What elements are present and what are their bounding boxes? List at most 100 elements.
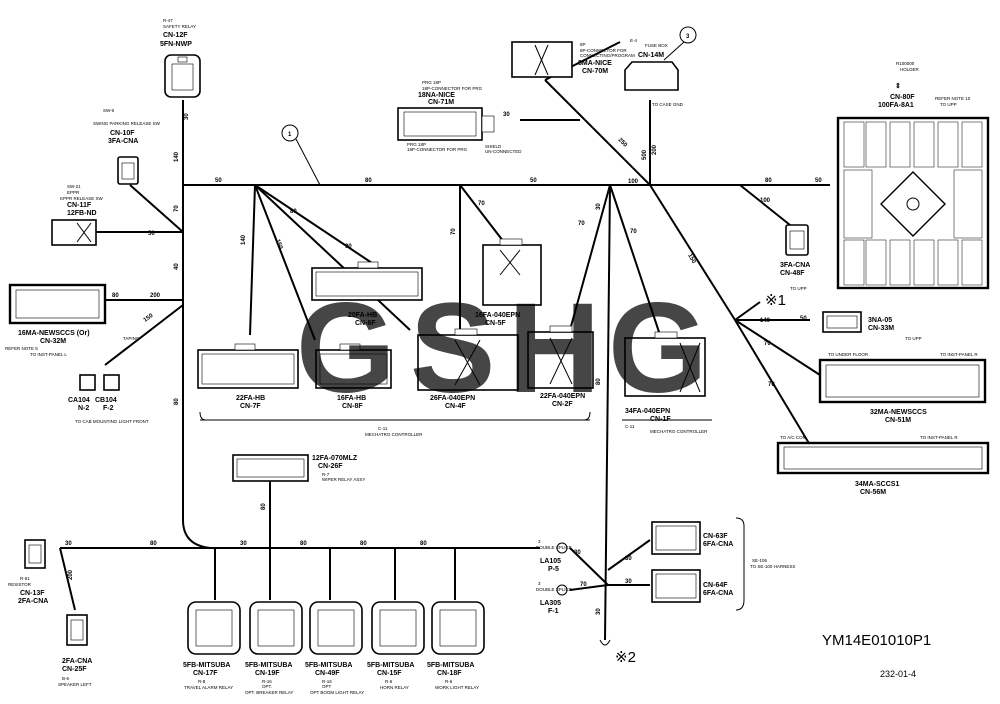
svg-text:CN-13F: CN-13F: [20, 590, 45, 597]
svg-text:CN-15F: CN-15F: [377, 670, 402, 677]
svg-text:6FA-CNA: 6FA-CNA: [703, 541, 733, 548]
svg-text:140: 140: [241, 234, 247, 245]
svg-text:3FA-CNA: 3FA-CNA: [780, 262, 810, 269]
svg-text:90: 90: [345, 244, 352, 250]
harness-ref-b: TO SE-100 HARNESS: [750, 564, 795, 569]
svg-text:WORK LIGHT RELAY: WORK LIGHT RELAY: [435, 685, 479, 690]
svg-text:TO INST-PANEL R: TO INST-PANEL R: [920, 435, 958, 440]
svg-text:CB104: CB104: [95, 397, 117, 404]
svg-text:3: 3: [538, 581, 541, 586]
svg-text:8P: 8P: [580, 42, 586, 47]
svg-text:R-6: R-6: [385, 679, 393, 684]
connector-cn25f: 2FA-CNA CN-25F B-6 SPEAKER LEFT: [58, 614, 92, 687]
svg-text:70: 70: [578, 221, 585, 227]
svg-text:30: 30: [596, 203, 602, 210]
svg-text:30: 30: [625, 579, 632, 585]
connector-cn12f: R-47 SAFETY RELAY CN-12F 5FN-NWP: [160, 18, 201, 98]
svg-text:70: 70: [174, 205, 180, 212]
svg-text:2FA-CNA: 2FA-CNA: [62, 658, 92, 665]
svg-text:18NA-NICE: 18NA-NICE: [418, 92, 455, 99]
svg-text:CN-64F: CN-64F: [703, 582, 728, 589]
connector-cn6f: 20FA-HB CN-6F: [311, 261, 423, 327]
svg-text:B-6: B-6: [62, 676, 70, 681]
svg-text:3NA-05: 3NA-05: [868, 317, 892, 324]
svg-text:CN-6F: CN-6F: [355, 320, 376, 327]
svg-text:R100000: R100000: [896, 61, 915, 66]
svg-text:50: 50: [148, 231, 155, 237]
svg-text:50: 50: [815, 178, 822, 184]
connector-cn26f: 12FA-070MLZ CN-26F R-7 WIPER RELAY ASSY: [232, 454, 365, 482]
connector-cn63f: CN-63F 6FA-CNA: [651, 521, 733, 555]
svg-text:CN-25F: CN-25F: [62, 666, 87, 673]
svg-text:SW-21: SW-21: [67, 184, 81, 189]
svg-text:22FA-040EPN: 22FA-040EPN: [540, 393, 585, 400]
svg-text:OPT BOOM LIGHT RELAY: OPT BOOM LIGHT RELAY: [310, 690, 364, 695]
connector-cn13f: R-61 RESISTOR CN-13F 2FA-CNA: [8, 539, 48, 605]
watermark-letter-g1: G: [296, 277, 396, 420]
svg-text:8MA-NICE: 8MA-NICE: [578, 60, 612, 67]
svg-text:LA105: LA105: [540, 558, 561, 565]
svg-text:22FA-HB: 22FA-HB: [236, 395, 265, 402]
callout-3: 3: [663, 26, 697, 61]
svg-text:3: 3: [538, 539, 541, 544]
svg-text:8P-CONNECTOR FOR: 8P-CONNECTOR FOR: [580, 48, 627, 53]
controller-label-2: C-11: [625, 424, 635, 429]
connector-cn7f: 22FA-HB CN-7F: [197, 343, 299, 410]
relay-connectors: 5FB-MITSUBA CN-17F R-8 TRAVEL ALARM RELA…: [183, 601, 485, 695]
connector-cn11f: SW-21 EPPR KPPR RELEASE SW CN-11F 12FB-N…: [51, 184, 104, 246]
svg-text:CN-48F: CN-48F: [780, 270, 805, 277]
svg-text:R-16: R-16: [322, 679, 332, 684]
connector-cn48f: 3FA-CNA CN-48F TO UPP: [780, 224, 810, 291]
svg-text:CN-70M: CN-70M: [582, 68, 608, 75]
svg-text:200: 200: [150, 293, 161, 299]
svg-text:3FA-CNA: 3FA-CNA: [108, 138, 138, 145]
svg-text:5FB-MITSUBA: 5FB-MITSUBA: [367, 662, 414, 669]
svg-text:OPT.: OPT.: [262, 684, 272, 689]
svg-text:F-1: F-1: [548, 608, 559, 615]
svg-text:30: 30: [65, 541, 72, 547]
svg-text:70: 70: [451, 228, 457, 235]
svg-text:80: 80: [365, 178, 372, 184]
connector-cn1f: 34FA-040EPN CN-1F: [624, 331, 706, 423]
svg-text:CN-1F: CN-1F: [650, 416, 671, 423]
svg-text:5FB-MITSUBA: 5FB-MITSUBA: [427, 662, 474, 669]
svg-text:TO INST-PANEL R: TO INST-PANEL R: [940, 352, 978, 357]
svg-text:CN-51M: CN-51M: [885, 417, 911, 424]
svg-text:18P-CONNECTOR FOR PRG: 18P-CONNECTOR FOR PRG: [422, 86, 483, 91]
svg-text:40: 40: [174, 263, 180, 270]
watermark: G S H G: [296, 277, 708, 420]
connector-cn51m: TO UNDER FLOOR TO INST-PANEL R 32MA-NEWS…: [818, 352, 987, 424]
connector-cn64f: CN-64F 6FA-CNA: [651, 569, 733, 603]
star-1-mark: ※1: [765, 292, 786, 309]
svg-text:140: 140: [174, 151, 180, 162]
svg-text:150: 150: [274, 239, 283, 251]
svg-text:R-47: R-47: [163, 18, 173, 23]
page-number: 232-01-4: [880, 669, 916, 679]
svg-text:R-6: R-6: [445, 679, 453, 684]
connector-cn32m: 16MA-NEWSCCS (Or) CN-32M REFER NOTE 5 TO…: [5, 283, 107, 357]
svg-text:3: 3: [686, 34, 690, 40]
svg-text:5FB-MITSUBA: 5FB-MITSUBA: [183, 662, 230, 669]
wire-trunks: [59, 41, 830, 646]
svg-text:PRG 18P: PRG 18P: [422, 80, 441, 85]
svg-text:80: 80: [290, 209, 297, 215]
relay-cn19f: 5FB-MITSUBA CN-19F R-16 OPT. OPT. BREAKE…: [245, 601, 303, 695]
svg-text:5FN-NWP: 5FN-NWP: [160, 41, 192, 48]
relay-cn15f: 5FB-MITSUBA CN-15F R-6 HORN RELAY: [367, 601, 425, 690]
svg-text:70: 70: [764, 341, 771, 347]
svg-text:P-5: P-5: [548, 566, 559, 573]
svg-text:CN-71M: CN-71M: [428, 99, 454, 106]
svg-text:CN-26F: CN-26F: [318, 463, 343, 470]
svg-text:5FB-MITSUBA: 5FB-MITSUBA: [245, 662, 292, 669]
svg-text:CN-8F: CN-8F: [342, 403, 363, 410]
connector-cn70m: 8P 8P-CONNECTOR FOR CONNECTING/PROGRAM 8…: [511, 41, 635, 78]
svg-text:OPT. BREAKER RELAY: OPT. BREAKER RELAY: [245, 690, 293, 695]
harness-ref-a: SE-106: [752, 558, 768, 563]
svg-text:TRAVEL ALARM RELAY: TRAVEL ALARM RELAY: [184, 685, 233, 690]
svg-text:70: 70: [580, 582, 587, 588]
connector-cn71m: PRG 18P 18P-CONNECTOR FOR PRG 18NA-NICE …: [397, 80, 522, 154]
svg-text:RESISTOR: RESISTOR: [8, 582, 32, 587]
svg-text:200: 200: [68, 569, 74, 580]
svg-text:SPEAKER LEFT: SPEAKER LEFT: [58, 682, 92, 687]
svg-text:80: 80: [420, 541, 427, 547]
